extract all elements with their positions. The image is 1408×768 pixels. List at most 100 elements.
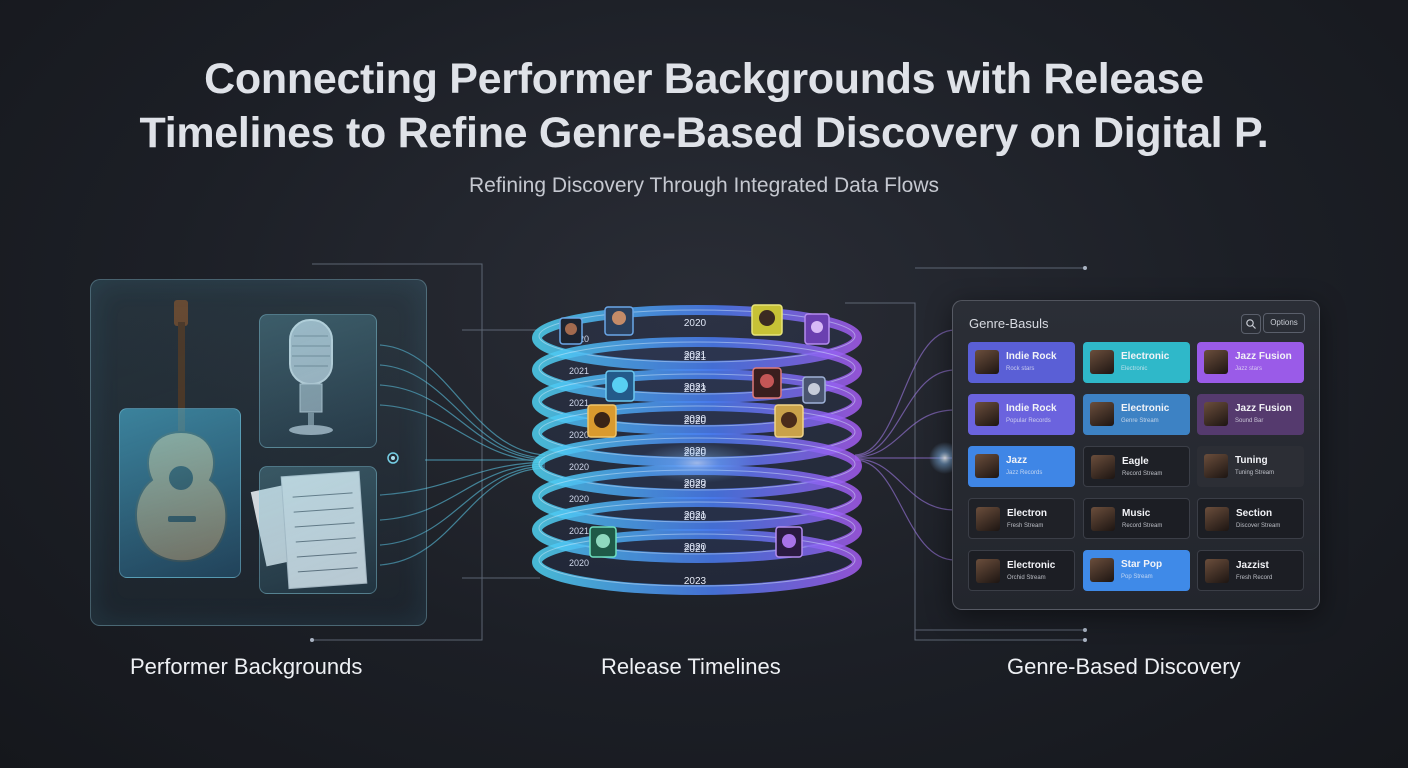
genre-card-title: Electronic <box>1007 560 1056 571</box>
genre-card-subtitle: Fresh Stream <box>1007 523 1044 529</box>
artist-thumbnail <box>1204 454 1228 478</box>
ring-year-label: 2021 <box>684 350 707 361</box>
genre-card-title: Jazz <box>1006 455 1028 466</box>
album-cover <box>802 376 826 404</box>
genre-card-subtitle: Rock stars <box>1006 366 1035 372</box>
timeline-ring-highlight <box>538 373 856 427</box>
ring-year-label: 2020 <box>684 542 707 553</box>
flow-node-left <box>387 452 399 464</box>
ring-year-label: 2023 <box>684 576 707 587</box>
ring-year-label: 2023 <box>684 480 707 491</box>
genre-card-title: Electronic <box>1121 351 1170 362</box>
flow-curves-left <box>379 344 546 566</box>
genre-card-title: Jazz Fusion <box>1235 351 1292 362</box>
ring-year-label-side: 2020 <box>569 430 589 440</box>
flow-node-left-core <box>391 456 395 460</box>
genre-card-title: Jazzist <box>1236 560 1269 571</box>
genre-card-title: Music <box>1122 508 1151 519</box>
album-cover <box>775 526 803 558</box>
title-line-1: Connecting Performer Backgrounds with Re… <box>204 55 1204 103</box>
genre-discovery-label: Genre-Based Discovery <box>1007 654 1241 679</box>
genre-card-title: Electronic <box>1121 403 1170 414</box>
sheet-music-icon <box>250 470 368 590</box>
ring-year-label: 2021 <box>684 544 707 555</box>
genre-card-subtitle: Jazz stars <box>1235 366 1263 372</box>
artist-thumbnail <box>975 402 999 426</box>
genre-card-subtitle: Popular Records <box>1006 418 1051 424</box>
ring-year-label: 2020 <box>684 318 707 329</box>
artist-thumbnail <box>1091 507 1115 531</box>
artist-thumbnail <box>1205 507 1229 531</box>
genre-card-title: Tuning <box>1235 455 1268 466</box>
genre-card-subtitle: Pop Stream <box>1121 574 1153 580</box>
ring-year-label: 2020 <box>684 478 707 489</box>
artist-thumbnail <box>975 350 999 374</box>
flow-curves-right <box>854 329 956 561</box>
options-button[interactable]: Options <box>1263 313 1305 333</box>
genre-card-subtitle: Record Stream <box>1122 471 1163 477</box>
ring-year-label: 2020 <box>684 512 707 523</box>
genre-card-subtitle: Tuning Stream <box>1235 470 1275 476</box>
ring-year-label: 2021 <box>684 510 707 521</box>
ring-year-label: 2021 <box>684 382 707 393</box>
timeline-ring-highlight <box>538 533 856 587</box>
ring-year-label: 2023 <box>684 384 707 395</box>
title-line-2: Timelines to Refine Genre-Based Discover… <box>139 109 1269 157</box>
album-covers <box>559 304 830 558</box>
album-cover <box>559 317 583 345</box>
artist-thumbnail <box>976 507 1000 531</box>
genre-card-title: Indie Rock <box>1006 351 1057 362</box>
cylinder-glow <box>637 443 757 483</box>
timeline-ring-highlight <box>538 309 856 363</box>
genre-card-title: Indie Rock <box>1006 403 1057 414</box>
microphone-tile <box>259 314 377 448</box>
performer-backgrounds-panel <box>90 279 427 626</box>
timeline-ring-highlight <box>538 341 856 395</box>
ring-year-label: 2020 <box>684 416 707 427</box>
artist-thumbnail <box>1204 350 1228 374</box>
album-cover <box>589 526 617 558</box>
timeline-ring-highlight <box>538 501 856 555</box>
sheet-music-tile <box>259 466 377 594</box>
genre-card-subtitle: Discover Stream <box>1236 523 1281 529</box>
genre-card-subtitle: Genre Stream <box>1121 418 1159 424</box>
search-button[interactable] <box>1241 314 1261 334</box>
genre-card-subtitle: Record Stream <box>1122 523 1163 529</box>
page-subtitle: Refining Discovery Through Integrated Da… <box>468 174 939 197</box>
artist-thumbnail <box>1205 559 1229 583</box>
artist-thumbnail <box>1090 558 1114 582</box>
genre-panel-header: Genre-Basuls <box>969 316 1049 331</box>
artist-thumbnail <box>1090 350 1114 374</box>
ring-year-label: 2021 <box>684 352 707 363</box>
artist-thumbnail <box>975 454 999 478</box>
genre-card-title: Eagle <box>1122 456 1149 467</box>
guitar-tile <box>119 408 241 578</box>
artist-thumbnail <box>1090 402 1114 426</box>
timeline-ring-highlight <box>538 437 856 491</box>
genre-card-title: Electron <box>1007 508 1048 519</box>
ring-year-label-side: 2020 <box>569 462 589 472</box>
album-cover <box>774 404 804 438</box>
artist-thumbnail <box>976 559 1000 583</box>
genre-card-title: Star Pop <box>1121 559 1163 570</box>
performer-backgrounds-label: Performer Backgrounds <box>130 654 363 679</box>
genre-card-subtitle: Electronic <box>1121 366 1148 372</box>
album-cover <box>605 370 635 402</box>
genre-card-title: Jazz Fusion <box>1235 403 1292 414</box>
